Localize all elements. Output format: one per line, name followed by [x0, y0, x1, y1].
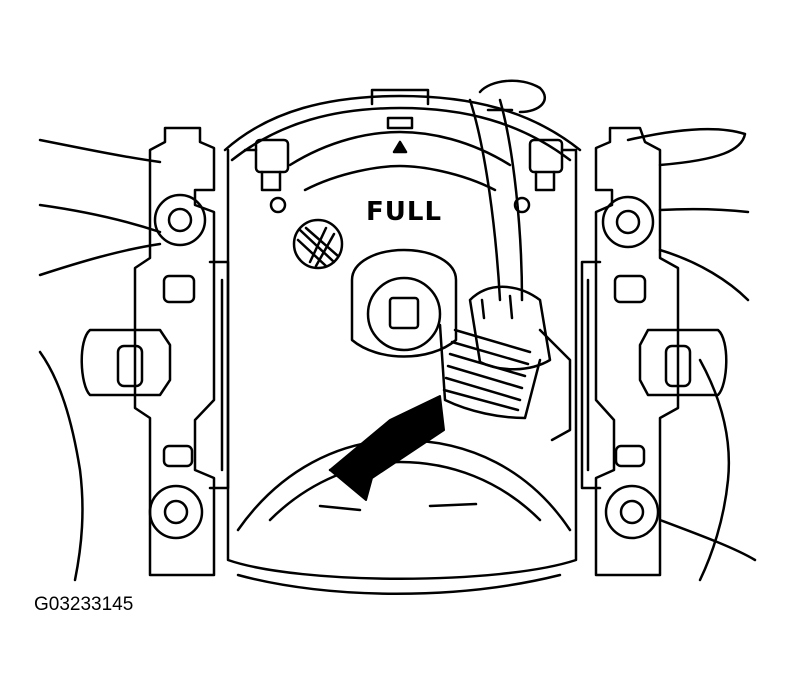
float-knob	[292, 218, 344, 270]
right-upper-bolt-inner	[615, 209, 641, 235]
central-boss-ring	[366, 276, 442, 352]
left-lower-bolt-outer	[148, 484, 204, 540]
figure-code: G03233145	[34, 594, 134, 615]
right-hose-fitting	[513, 138, 577, 214]
background-contours	[38, 127, 757, 595]
right-lower-bolt-inner	[619, 499, 645, 525]
central-boss	[350, 248, 458, 358]
wiring-harness-tube	[468, 79, 546, 302]
callout-arrow	[329, 395, 445, 501]
right-lower-bolt-outer	[604, 484, 660, 540]
sender-unit-housing	[223, 88, 582, 580]
central-hex-socket	[388, 296, 420, 330]
left-hose-fitting	[243, 138, 290, 214]
fuel-gauge-sender-illustration: FULL	[38, 79, 757, 595]
electrical-connector	[438, 285, 572, 442]
left-upper-bolt-outer	[153, 193, 207, 247]
left-upper-bolt-inner	[167, 207, 193, 233]
left-mounting-bracket	[80, 126, 230, 577]
gauge-full-label: FULL	[366, 197, 442, 227]
left-lower-bolt-inner	[163, 499, 189, 525]
right-mounting-bracket	[580, 126, 728, 577]
right-upper-bolt-outer	[601, 195, 655, 249]
